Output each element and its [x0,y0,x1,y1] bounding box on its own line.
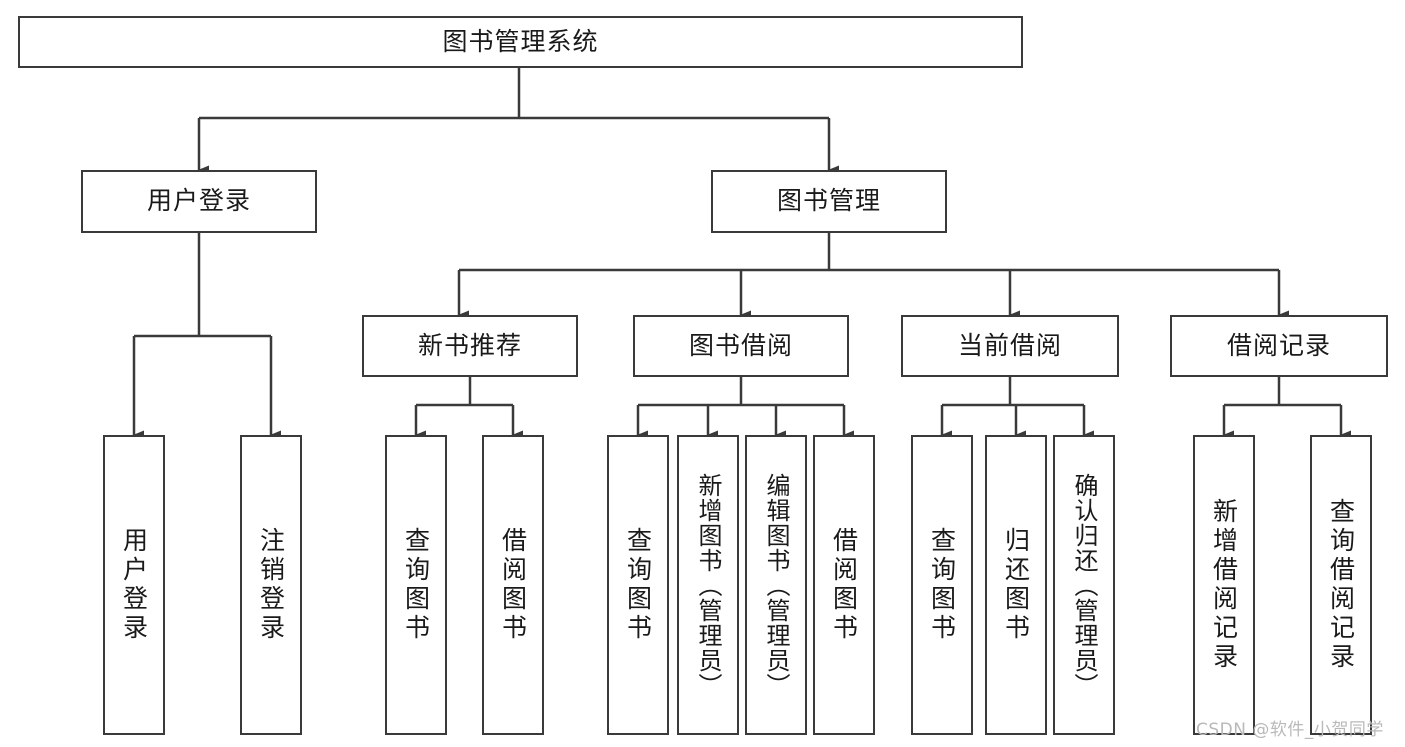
node-label-bookmgmt: 图书管理 [776,186,881,216]
node-label-returnbook: 归还图书 [1001,527,1031,643]
node-login[interactable]: 用户登录 [81,170,317,233]
node-label-newbook: 新书推荐 [417,330,522,360]
node-qrecord[interactable]: 查询借阅记录 [1310,435,1372,735]
node-label-userlogin: 用户登录 [119,527,149,643]
node-qbook3[interactable]: 查询图书 [911,435,973,735]
node-label-addbook: 新增图书（管理员） [694,472,722,698]
node-label-logout: 注销登录 [256,527,286,643]
node-userlogin[interactable]: 用户登录 [103,435,165,735]
node-label-confirm: 确认归还（管理员） [1070,472,1098,698]
node-label-qbook3: 查询图书 [927,527,957,643]
node-label-root: 图书管理系统 [442,26,599,56]
node-label-bbook1: 借阅图书 [498,527,528,643]
node-label-bbook2: 借阅图书 [829,527,859,643]
node-returnbook[interactable]: 归还图书 [985,435,1047,735]
node-logout[interactable]: 注销登录 [240,435,302,735]
node-label-addrecord: 新增借阅记录 [1209,498,1239,672]
node-bbook1[interactable]: 借阅图书 [482,435,544,735]
node-label-login: 用户登录 [146,186,251,216]
node-current[interactable]: 当前借阅 [901,315,1119,377]
node-bookmgmt[interactable]: 图书管理 [711,170,947,233]
node-label-current: 当前借阅 [957,330,1062,360]
node-addbook[interactable]: 新增图书（管理员） [677,435,739,735]
node-confirm[interactable]: 确认归还（管理员） [1053,435,1115,735]
node-label-qrecord: 查询借阅记录 [1326,498,1356,672]
node-label-qbook1: 查询图书 [401,527,431,643]
node-qbook1[interactable]: 查询图书 [385,435,447,735]
node-borrow[interactable]: 图书借阅 [633,315,849,377]
node-label-editbook: 编辑图书（管理员） [762,472,790,698]
node-editbook[interactable]: 编辑图书（管理员） [745,435,807,735]
node-newbook[interactable]: 新书推荐 [362,315,578,377]
node-bbook2[interactable]: 借阅图书 [813,435,875,735]
node-records[interactable]: 借阅记录 [1170,315,1388,377]
node-label-qbook2: 查询图书 [623,527,653,643]
node-label-borrow: 图书借阅 [688,330,793,360]
csdn-watermark: CSDN @软件_小贺同学 [1196,720,1384,740]
node-label-records: 借阅记录 [1226,330,1331,360]
node-qbook2[interactable]: 查询图书 [607,435,669,735]
node-addrecord[interactable]: 新增借阅记录 [1193,435,1255,735]
node-root[interactable]: 图书管理系统 [18,16,1023,68]
connector-lines [132,68,1351,440]
